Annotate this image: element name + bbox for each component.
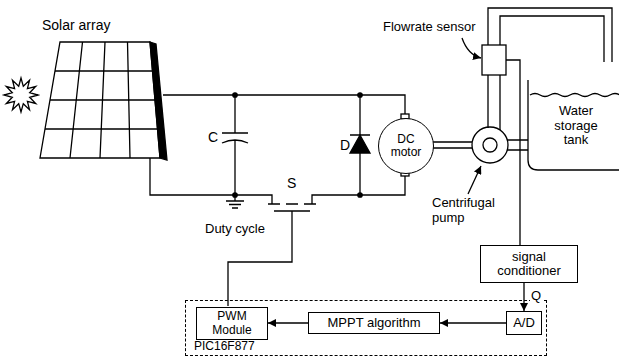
part-label: Flowrate sensor [383,20,475,35]
part-label: Centrifugal pump [432,196,506,225]
part-label: C [208,130,218,146]
node-text: MPPT algorithm [328,316,421,330]
signal-arrow [268,322,308,323]
node-text: DC motor [386,133,426,159]
ground-symbol [226,195,244,208]
process-box: PWM Module [196,307,268,340]
node-text: PWM Module [197,310,267,336]
sensor-signal-wire [506,60,520,245]
panel-grid [45,42,158,158]
process-box: A/D [506,311,542,335]
chip-name: PIC16F877 [194,340,255,353]
signal-arrow [523,283,524,311]
diode-symbol [350,95,370,195]
mosfet-channel [268,203,316,205]
solar-panel [40,42,167,160]
bottom-rail [312,176,405,204]
microcontroller-boundary: PIC16F877 PWM Module MPPT algorithm A/D [185,300,547,356]
signal-label: Q [530,289,542,303]
process-box: signal conditioner [480,245,578,283]
node-text: signal conditioner [481,250,577,279]
panel-frame [40,42,160,158]
sun-symbol [4,78,38,112]
motor-circle: DC motor [378,118,434,174]
diode-triangle [350,135,370,153]
suction-pipe [507,140,528,150]
leader-line [468,166,481,194]
process-box: MPPT algorithm [308,312,440,334]
panel-side [150,42,167,160]
signal-arrow [440,322,506,323]
diode-leads [350,95,370,195]
pump-symbol [472,127,508,163]
bottom-rail [150,158,272,204]
water-surface [530,94,619,97]
top-rail [163,95,405,114]
mosfet-symbol [268,204,316,211]
node-text: A/D [513,316,535,330]
motor-shaft [432,142,472,148]
part-label: Water storage tank [549,104,603,148]
leader-line [462,38,481,58]
part-label: Duty cycle [205,222,265,237]
pump-casing [472,127,508,163]
capacitor-plates [222,95,248,195]
capacitor-symbol [222,95,248,208]
flow-sensor [482,45,506,75]
pump-impeller [483,138,497,152]
part-label: D [340,138,350,154]
part-label: Solar array [42,18,110,34]
circuit-wires [150,93,405,204]
tank-wall [528,80,619,170]
part-label: S [287,176,296,192]
discharge-pipe [488,75,500,130]
